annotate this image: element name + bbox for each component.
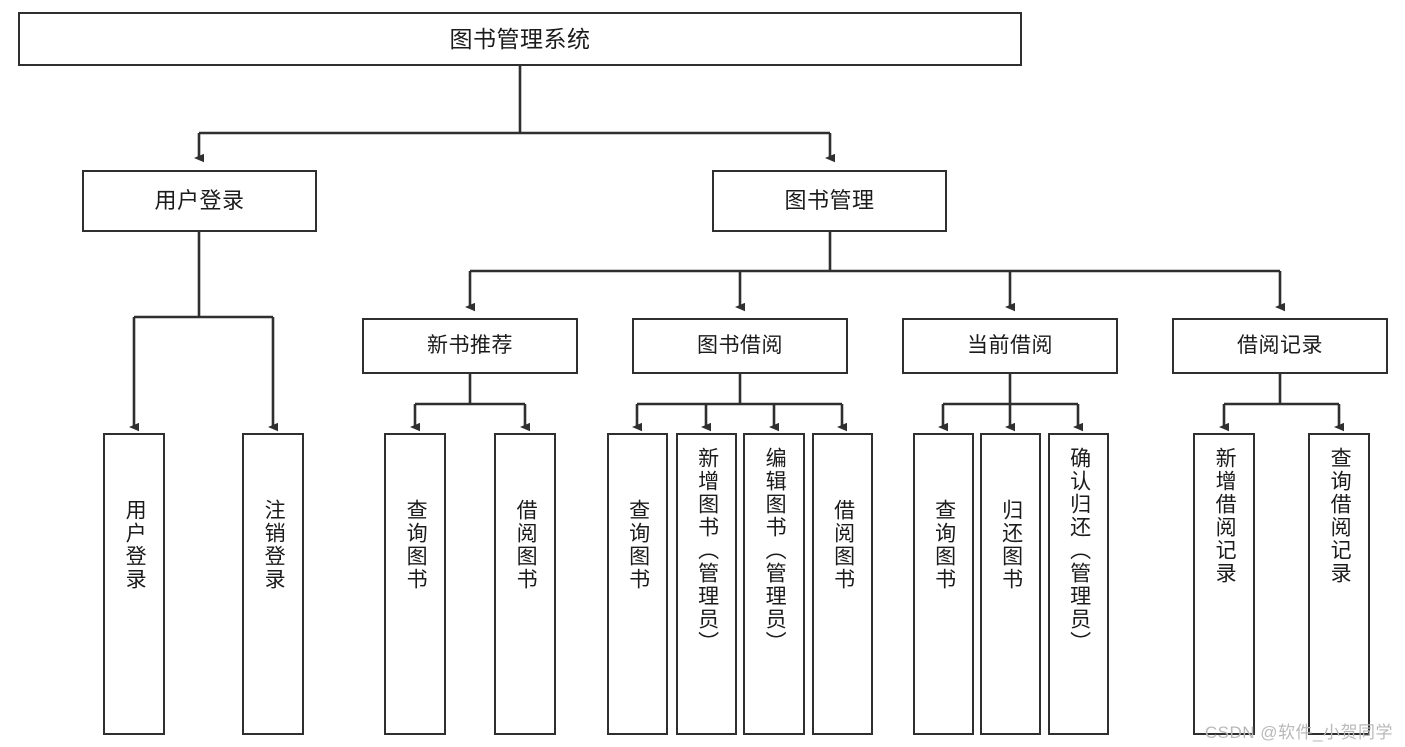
node-leaf-borrow-book-2[interactable]: 借阅图书 [812, 433, 873, 735]
node-leaf-add-record[interactable]: 新增借阅记录 [1193, 433, 1255, 735]
node-leaf-query-book-1[interactable]: 查询图书 [384, 433, 446, 735]
node-leaf-query-record[interactable]: 查询借阅记录 [1308, 433, 1370, 735]
node-leaf-add-book[interactable]: 新增图书（管理员） [676, 433, 737, 735]
node-label: 用户登录 [123, 499, 147, 591]
node-label: 借阅图书 [831, 499, 855, 591]
node-new-book-recommend[interactable]: 新书推荐 [362, 318, 578, 374]
node-label: 新增图书（管理员） [695, 447, 719, 654]
node-label: 图书管理 [784, 187, 875, 213]
node-borrow-record[interactable]: 借阅记录 [1172, 318, 1388, 374]
node-leaf-query-book-2[interactable]: 查询图书 [607, 433, 668, 735]
node-label: 注销登录 [262, 499, 286, 591]
node-label: 当前借阅 [967, 334, 1053, 358]
node-label: 查询借阅记录 [1328, 447, 1352, 585]
node-leaf-logout[interactable]: 注销登录 [242, 433, 304, 735]
node-user-login[interactable]: 用户登录 [82, 170, 317, 232]
node-leaf-user-login[interactable]: 用户登录 [103, 433, 165, 735]
node-current-borrow[interactable]: 当前借阅 [902, 318, 1118, 374]
node-leaf-return-book[interactable]: 归还图书 [980, 433, 1041, 735]
node-label: 查询图书 [404, 499, 428, 591]
node-label: 新增借阅记录 [1213, 447, 1237, 585]
node-leaf-query-book-3[interactable]: 查询图书 [913, 433, 974, 735]
connectors-root [129, 66, 1344, 432]
node-label: 查询图书 [932, 499, 956, 591]
node-label: 编辑图书（管理员） [763, 447, 787, 654]
node-book-management[interactable]: 图书管理 [712, 170, 947, 232]
node-root-book-management-system[interactable]: 图书管理系统 [18, 12, 1022, 66]
node-leaf-confirm-return[interactable]: 确认归还（管理员） [1048, 433, 1109, 735]
node-label: 新书推荐 [427, 334, 513, 358]
node-leaf-edit-book[interactable]: 编辑图书（管理员） [743, 433, 805, 735]
node-book-borrow[interactable]: 图书借阅 [632, 318, 848, 374]
node-label: 查询图书 [626, 499, 650, 591]
node-label: 图书管理系统 [449, 25, 591, 52]
node-label: 借阅记录 [1237, 334, 1323, 358]
node-label: 借阅图书 [514, 499, 538, 591]
node-label: 用户登录 [154, 187, 245, 213]
node-leaf-borrow-book-1[interactable]: 借阅图书 [494, 433, 556, 735]
node-label: 图书借阅 [697, 334, 783, 358]
node-label: 确认归还（管理员） [1067, 447, 1091, 654]
node-label: 归还图书 [999, 499, 1023, 591]
